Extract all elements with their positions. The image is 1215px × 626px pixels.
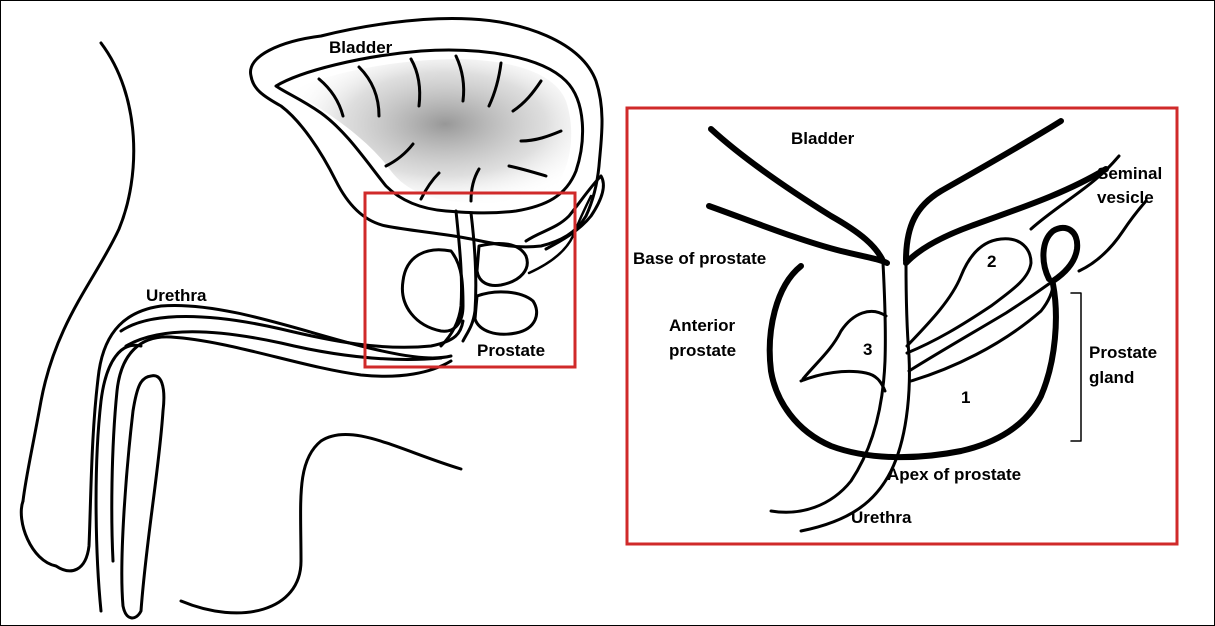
overview-drawing — [21, 18, 603, 618]
corpus-cavernosum — [122, 376, 164, 618]
detail-seminal-vesicle — [1043, 228, 1077, 281]
overview-label-prostate: Prostate — [477, 341, 545, 360]
detail-zone-1-upper — [911, 284, 1053, 381]
prostate-lobe-upper — [477, 243, 527, 285]
detail-zone-label-1: 1 — [961, 388, 970, 407]
detail-label-base-of-prostate: Base of prostate — [633, 249, 766, 268]
penis-outline — [21, 305, 451, 570]
detail-label-gland-line2: gland — [1089, 368, 1134, 387]
detail-label-anterior-line1: Anterior — [669, 316, 736, 335]
prostate-lobe-anterior — [402, 250, 463, 331]
detail-label-seminal-line1: Seminal — [1097, 164, 1162, 183]
bladder-neck-right — [463, 213, 476, 341]
detail-label-gland-line1: Prostate — [1089, 343, 1157, 362]
detail-ejaculatory-duct — [909, 281, 1053, 371]
detail-zone-3-lower — [801, 371, 885, 391]
detail-label-apex-of-prostate: Apex of prostate — [887, 465, 1021, 484]
detail-vas-deferens-2 — [1079, 201, 1146, 271]
detail-label-anterior-line2: prostate — [669, 341, 736, 360]
detail-bladder-wall-right-outer — [906, 121, 1061, 261]
detail-urethra-left — [771, 263, 885, 512]
detail-zone-label-2: 2 — [987, 252, 996, 271]
detail-bladder-wall-left-outer — [711, 129, 883, 261]
overview-label-urethra: Urethra — [146, 286, 207, 305]
detail-prostate-outline — [770, 266, 1056, 457]
detail-label-bladder: Bladder — [791, 129, 855, 148]
detail-urethra-right — [801, 263, 909, 531]
body-outline-front — [23, 43, 134, 501]
prostate-lobe-lower — [475, 292, 537, 334]
detail-label-seminal-line2: vesicle — [1097, 188, 1154, 207]
detail-prostate-gland-bracket — [1071, 293, 1081, 441]
overview-label-bladder: Bladder — [329, 38, 393, 57]
detail-zone-3-outline — [803, 311, 886, 379]
detail-label-urethra: Urethra — [851, 508, 912, 527]
scrotum-outline — [181, 434, 461, 612]
detail-zone-label-3: 3 — [863, 340, 872, 359]
